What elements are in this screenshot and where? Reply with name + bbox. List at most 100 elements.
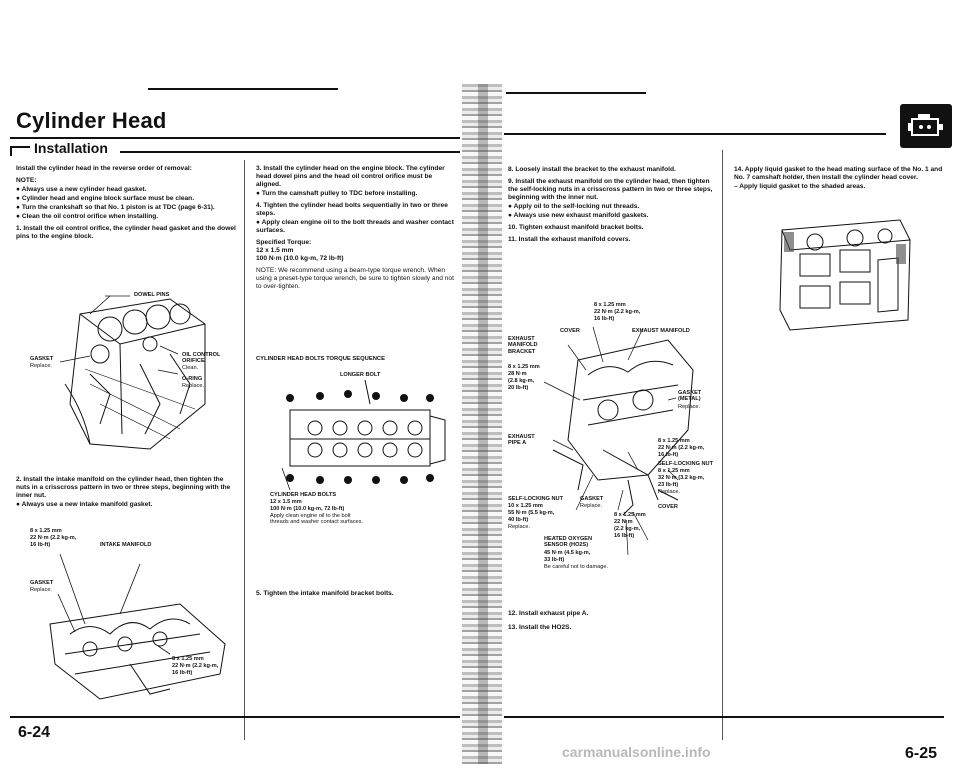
label-torque-top: 8 x 1.25 mm [594, 302, 626, 308]
label-bolts-note: Apply clean engine oil to the bolt threa… [270, 513, 363, 526]
spec-size: 12 x 1.5 mm [256, 247, 294, 254]
label-slnut-l3: 55 N·m (5.5 kg-m, [508, 510, 555, 516]
page-number-left: 6-24 [18, 724, 51, 741]
engine-block-figure: DOWEL PINS GASKET Replace. OIL CONTROL O… [30, 284, 240, 464]
step-4: 4. Tighten the cylinder head bolts seque… [256, 202, 448, 217]
label-slnut-r5: Replace. [658, 489, 681, 495]
label-self-locking-nut-left: SELF-LOCKING NUT [508, 496, 564, 502]
page-number-right: 6-25 [905, 745, 938, 762]
spec-value: 100 N·m (10.0 kg-m, 72 lb-ft) [256, 255, 344, 262]
step-8: 8. Loosely install the bracket to the ex… [508, 166, 676, 173]
label-heated-oxygen-sensor: HEATED OXYGEN SENSOR (HO2S) [544, 536, 593, 549]
label-torque-mid4: 16 lb-ft) [614, 533, 635, 539]
label-orifice-sub: Clean. [182, 365, 199, 371]
label-torque-1c: 16 lb-ft) [30, 542, 51, 548]
step-14: 14. Apply liquid gasket to the head mati… [734, 166, 943, 181]
cylinder-head-drawing [779, 219, 911, 331]
label-slnut-r4: 23 lb-ft) [658, 482, 679, 488]
step-2-bullet: ● Always use a new intake manifold gaske… [16, 501, 153, 508]
exhaust-manifold-drawing [543, 326, 694, 556]
section-subtitle: Installation [34, 140, 108, 156]
label-slnut-l2: 10 x 1.25 mm [508, 503, 543, 509]
label-o-ring: O-RING [182, 376, 203, 382]
left-column-2: 3. Install the cylinder head on the engi… [256, 165, 456, 295]
label-longer-bolt: LONGER BOLT [340, 372, 381, 378]
label-torque-mid2: 22 N·m [614, 519, 633, 525]
right-column-1: 8. Loosely install the bracket to the ex… [508, 166, 716, 248]
step-10: 10. Tighten exhaust manifold bracket bol… [508, 224, 644, 231]
step-13: 13. Install the HO2S. [508, 624, 572, 631]
subtitle-rule-left [10, 146, 30, 148]
label-cover-2: COVER [658, 504, 678, 510]
label-bolts-torque: 100 N·m (10.0 kg-m, 72 lb-ft) [270, 506, 345, 512]
label-torque-right3: 16 lb-ft) [658, 452, 679, 458]
page-title: Cylinder Head [16, 108, 167, 133]
label-dowel-pins: DOWEL PINS [134, 292, 170, 298]
label-cylinder-head-bolts: CYLINDER HEAD BOLTS [270, 492, 337, 498]
label-oil-control-orifice: OIL CONTROL ORIFICE [182, 352, 221, 365]
label-exhaust-manifold-bracket: EXHAUST MANIFOLD BRACKET [508, 336, 538, 355]
note-item: ● Always use a new cylinder head gasket. [16, 186, 147, 193]
label-gasket-metal: GASKET (METAL) [678, 390, 702, 403]
step-5: 5. Tighten the intake manifold bracket b… [256, 590, 394, 597]
label-torque-mid3: (2.2 kg-m, [614, 526, 641, 532]
exhaust-manifold-figure: 8 x 1.25 mm 22 N·m (2.2 kg-m, 16 lb-ft) … [508, 300, 720, 600]
footer-rule-left [10, 716, 460, 718]
top-rule-right-a [506, 92, 646, 94]
step-9-bullet-1: ● Apply oil to the self-locking nut thre… [508, 203, 640, 210]
label-torque-top2: 22 N·m (2.2 kg-m, [594, 309, 641, 315]
title-rule [10, 137, 460, 139]
label-cover: COVER [560, 328, 580, 334]
label-bolts-size: 12 x 1.5 mm [270, 499, 302, 505]
label-torque-mid: 8 x 1.25 mm [614, 512, 646, 518]
label-gasket: GASKET [30, 580, 54, 586]
label-gasket-sub: Replace. [580, 503, 603, 509]
step-12: 12. Install exhaust pipe A. [508, 610, 589, 617]
step-4-bullet: ● Apply clean engine oil to the bolt thr… [256, 219, 454, 234]
label-torque-2b: 22 N·m (2.2 kg-m, [172, 663, 219, 669]
note-item: ● Cylinder head and engine block surface… [16, 195, 195, 202]
step-2-block: 2. Install the intake manifold on the cy… [16, 476, 238, 513]
footer-rule-right [504, 716, 944, 718]
label-slnut-r3: 32 N·m (3.2 kg-m, [658, 475, 705, 481]
book-spine [462, 84, 502, 764]
note-item: ● Clean the oil control orifice when ins… [16, 213, 159, 220]
torque-note: NOTE: We recommend using a beam-type tor… [256, 267, 454, 290]
step-1: 1. Install the oil control orifice, the … [16, 225, 236, 240]
subtitle-rule-right [120, 151, 460, 153]
label-intake-manifold: INTAKE MANIFOLD [100, 542, 152, 548]
label-gasket-sub: Replace. [30, 587, 53, 593]
title-rule-right [504, 133, 886, 135]
step-14-dash: – Apply liquid gasket to the shaded area… [734, 183, 866, 190]
right-column-2: 14. Apply liquid gasket to the head mati… [734, 166, 944, 195]
label-torque-1b: 22 N·m (2.2 kg-m, [30, 535, 77, 541]
note-label: NOTE: [16, 177, 37, 184]
label-torque-top3: 16 lb-ft) [594, 316, 615, 322]
top-rule-left [148, 88, 338, 90]
torque-sequence-title: CYLINDER HEAD BOLTS TORQUE SEQUENCE [256, 356, 385, 362]
label-torque-2c: 16 lb-ft) [172, 670, 193, 676]
watermark-text: carmanualsonline.info [562, 744, 711, 760]
label-exhaust-pipe-a: EXHAUST PIPE A [508, 434, 535, 447]
spec-label: Specified Torque: [256, 239, 312, 246]
label-slnut-r2: 8 x 1.25 mm [658, 468, 690, 474]
label-self-locking-nut-right: SELF-LOCKING NUT [658, 461, 714, 467]
label-o-ring-sub: Replace. [182, 383, 205, 389]
label-torque-left: 8 x 1.25 mm [508, 364, 540, 370]
label-torque-1: 8 x 1.25 mm [30, 528, 62, 534]
label-torque-right: 8 x 1.25 mm [658, 438, 690, 444]
left-column-1: Install the cylinder head in the reverse… [16, 165, 238, 245]
right-column-1-bottom: 12. Install exhaust pipe A. 13. Install … [508, 610, 716, 636]
label-hos-caution: Be careful not to damage. [544, 564, 609, 570]
bolt-sequence-drawing [281, 379, 446, 491]
label-gasket: GASKET [580, 496, 604, 502]
label-torque-left4: 20 lb-ft) [508, 385, 529, 391]
book-spine-shadow [478, 84, 488, 764]
cylinder-head-figure [770, 210, 920, 340]
step-9: 9. Install the exhaust manifold on the c… [508, 178, 713, 201]
label-torque-left3: (2.8 kg-m, [508, 378, 535, 384]
label-torque-2: 8 x 1.25 mm [172, 656, 204, 662]
label-hos-torque: 45 N·m (4.5 kg-m, [544, 550, 591, 556]
label-gasket: GASKET [30, 356, 54, 362]
label-torque-right2: 22 N·m (2.2 kg-m, [658, 445, 705, 451]
